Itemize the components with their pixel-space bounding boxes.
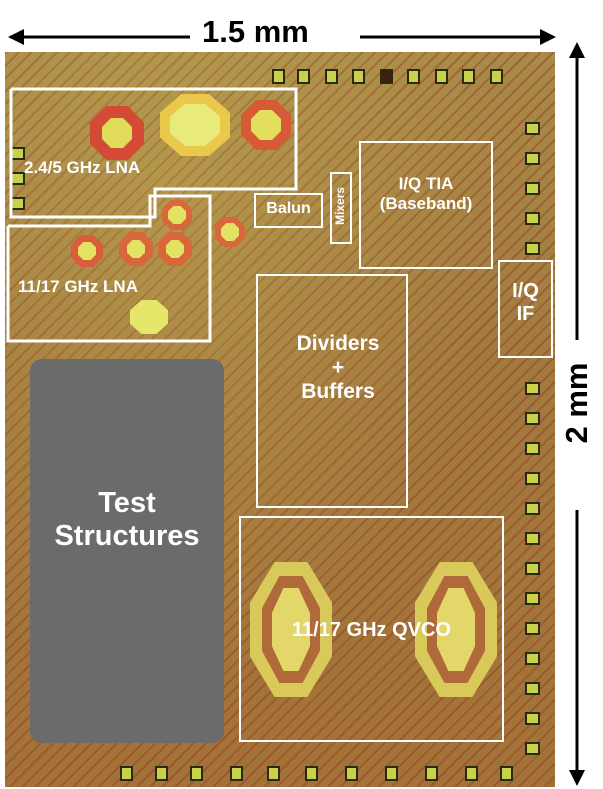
qvco-label: 11/17 GHz QVCO (292, 619, 451, 641)
dividers-label: Dividers + Buffers (296, 332, 380, 404)
height-dimension-arrow (569, 42, 585, 786)
iq-tia-outline (359, 141, 493, 269)
iq-tia-label: I/Q TIA (Baseband) (379, 174, 473, 213)
mixers-outline (330, 172, 352, 244)
balun-outline (254, 193, 323, 228)
iq-if-label: I/Q IF (512, 280, 539, 325)
qvco-outline (239, 516, 504, 742)
balun-label: Balun (266, 200, 311, 217)
chip-die (5, 52, 555, 787)
iq-if-outline (498, 260, 553, 358)
test-structures-label: Test Structures (54, 487, 200, 553)
width-dimension-arrow (8, 29, 556, 45)
test-structures-block (30, 359, 224, 743)
dividers-outline (256, 274, 408, 508)
mixers-label: Mixers (333, 186, 348, 225)
lna-2g5g-label: 2.4/5 GHz LNA (24, 158, 141, 177)
width-dimension-label: 1.5 mm (202, 14, 309, 49)
lna-11g17g-label: 11/17 GHz LNA (18, 277, 138, 296)
